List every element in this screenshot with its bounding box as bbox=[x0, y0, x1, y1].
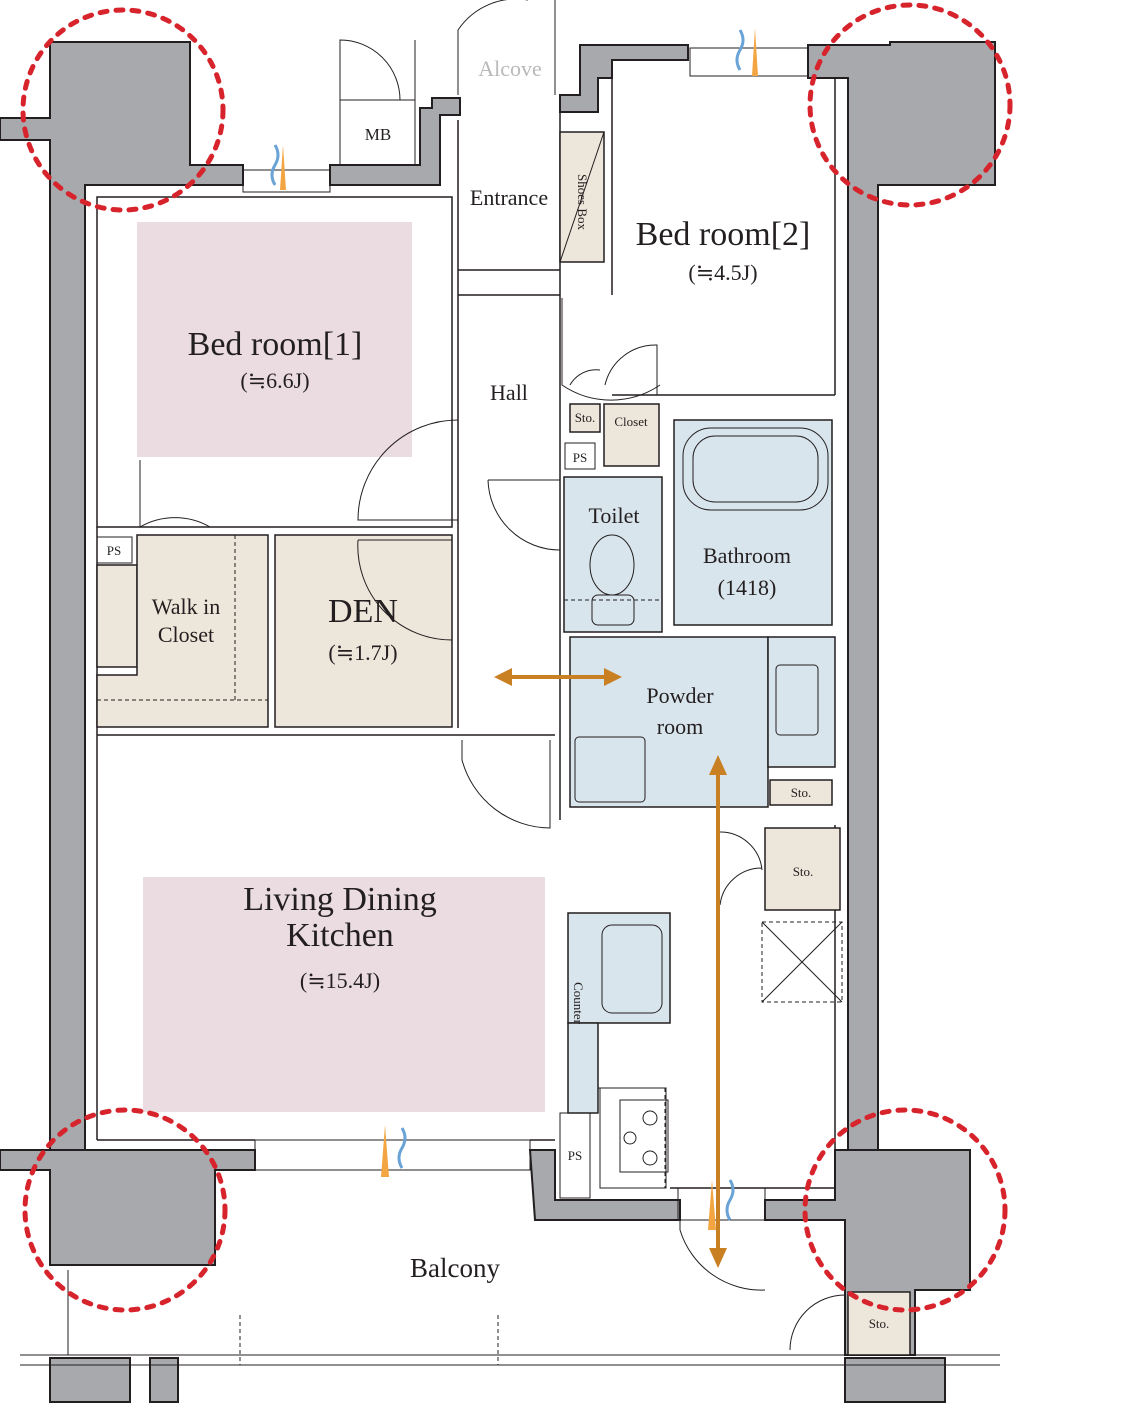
sto-label-hall: Sto. bbox=[575, 410, 596, 425]
bathroom-size: (1418) bbox=[718, 575, 777, 600]
fixture-labels: MB PS PS PS Sto. Closet Sto. Sto. Sto. S… bbox=[107, 125, 890, 1331]
structural-marker-bottom-left bbox=[22, 1107, 228, 1313]
ldk-highlight bbox=[143, 877, 545, 1112]
balcony-label: Balcony bbox=[410, 1253, 500, 1283]
bedroom2-size: (≒4.5J) bbox=[688, 260, 757, 285]
counter-label: Counter bbox=[571, 982, 586, 1025]
structural-marker-top-left bbox=[20, 7, 226, 213]
ventilation-marks bbox=[270, 28, 758, 1230]
bedroom1-label: Bed room[1] bbox=[188, 326, 363, 363]
bedroom1-highlight bbox=[137, 222, 412, 457]
closet-label: Closet bbox=[614, 414, 648, 429]
sto-label-powder: Sto. bbox=[791, 785, 812, 800]
hall-label: Hall bbox=[490, 380, 528, 405]
powder-label-line1: Powder bbox=[646, 683, 714, 708]
mb-label: MB bbox=[365, 125, 391, 144]
alcove-label: Alcove bbox=[478, 56, 542, 81]
wet-areas bbox=[563, 419, 836, 1189]
ps-label-kitchen: PS bbox=[568, 1148, 582, 1163]
ldk-label-line1: Living Dining bbox=[243, 881, 437, 918]
bathroom-label: Bathroom bbox=[703, 543, 791, 568]
circulation-arrows bbox=[494, 668, 727, 1268]
room-labels: Bed room[1] (≒6.6J) Bed room[2] (≒4.5J) … bbox=[152, 56, 811, 1283]
ldk-size: (≒15.4J) bbox=[300, 968, 380, 993]
walkin-label-line2: Closet bbox=[158, 622, 214, 647]
ldk-label-line2: Kitchen bbox=[286, 917, 394, 954]
structural-markers bbox=[20, 2, 1013, 1313]
den-label: DEN bbox=[328, 593, 398, 630]
bedroom1-size: (≒6.6J) bbox=[240, 368, 309, 393]
shoes-box-label: Shoes Box bbox=[575, 174, 590, 230]
ps-label-walkin: PS bbox=[107, 543, 121, 558]
door-swings bbox=[139, 0, 846, 1351]
fixture-boxes bbox=[96, 99, 843, 1199]
bedroom2-label: Bed room[2] bbox=[636, 216, 811, 253]
structural-marker-bottom-right bbox=[802, 1107, 1008, 1313]
toilet-label: Toilet bbox=[588, 503, 639, 528]
den-size: (≒1.7J) bbox=[328, 640, 397, 665]
structural-marker-top-right bbox=[807, 2, 1013, 208]
storage-areas bbox=[96, 131, 911, 1356]
entrance-label: Entrance bbox=[470, 185, 548, 210]
powder-label-line2: room bbox=[657, 714, 703, 739]
walkin-label-line1: Walk in bbox=[152, 594, 221, 619]
ps-label-hall: PS bbox=[573, 450, 587, 465]
sto-label-balcony: Sto. bbox=[869, 1316, 890, 1331]
sto-label-utility: Sto. bbox=[793, 864, 814, 879]
